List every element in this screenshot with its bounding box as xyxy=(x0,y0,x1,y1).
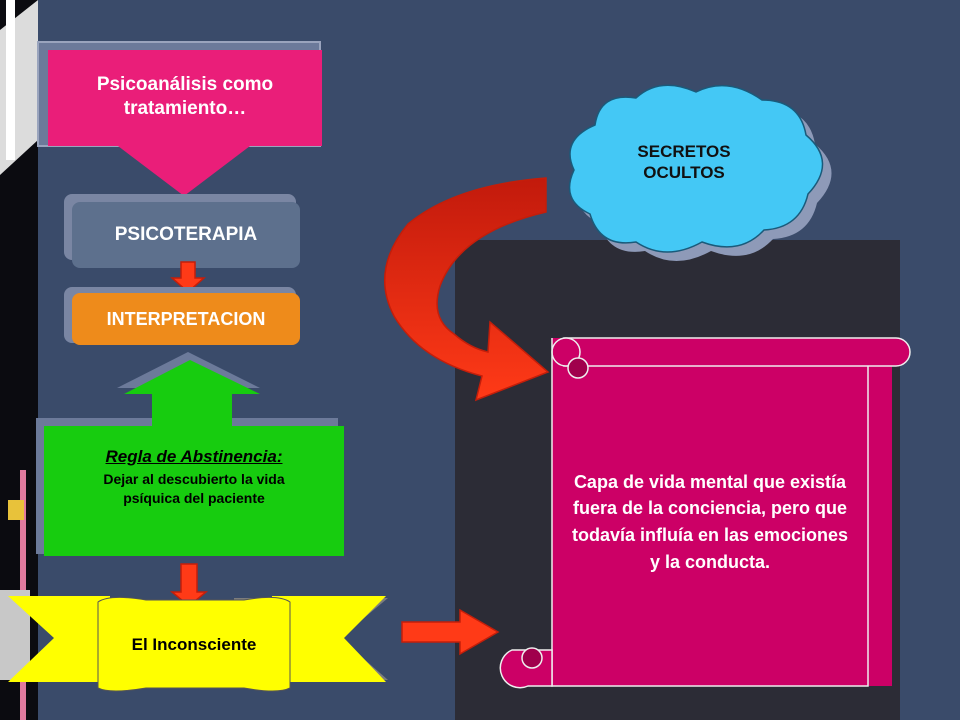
cloud-icon xyxy=(568,84,832,262)
scroll-icon xyxy=(499,337,911,689)
right-arrow-icon xyxy=(401,608,500,656)
curved-arrow-icon xyxy=(383,177,550,402)
ribbon-banner-icon xyxy=(8,596,388,692)
psicoterapia-label: PSICOTERAPIA xyxy=(114,224,258,246)
psicoterapia-box xyxy=(64,194,300,268)
inconsciente-label: El Inconsciente xyxy=(131,635,257,655)
down-arrow-icon xyxy=(170,261,206,293)
psicoanalisis-label: Psicoanálisis como tratamiento… xyxy=(96,74,274,119)
regla-title: Regla de Abstinencia: xyxy=(105,447,283,466)
secretos-label: SECRETOS OCULTOS xyxy=(637,141,731,182)
psicoanalisis-box xyxy=(37,41,322,196)
interpretacion-label: INTERPRETACION xyxy=(106,308,266,329)
up-arrow-icon xyxy=(124,360,260,428)
interpretacion-box xyxy=(64,287,300,345)
down-arrow-icon xyxy=(169,563,209,607)
regla-text-block: Regla de Abstinencia: Dejar al descubier… xyxy=(54,446,334,508)
capa-label: Capa de vida mental que existía fuera de… xyxy=(571,471,849,572)
regla-de-abstinencia-shape xyxy=(36,352,344,556)
regla-body: Dejar al descubierto la vida psíquica de… xyxy=(103,471,285,506)
